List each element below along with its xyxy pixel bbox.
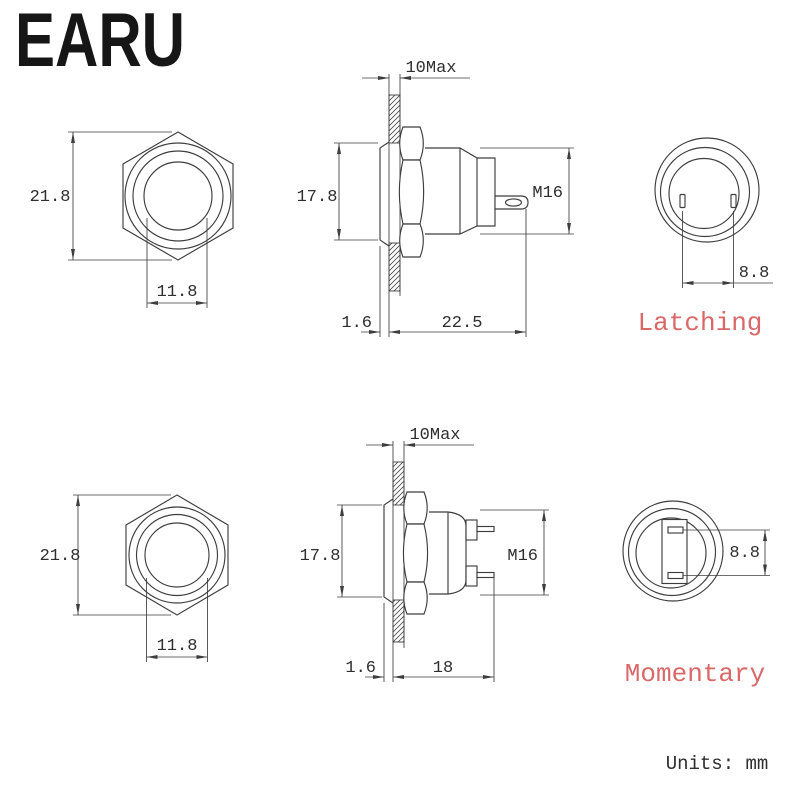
latching-front-view: 21.8 11.8 [30, 131, 234, 308]
rear-inner-circle [635, 517, 707, 589]
terminal-pin [476, 571, 495, 579]
panel-hatch-lower [388, 242, 401, 292]
bezel-inner-circle [132, 150, 224, 242]
latching-type-label: Latching [638, 308, 763, 338]
bezel-inner-circle [135, 513, 219, 597]
terminal-slot [504, 198, 523, 207]
momentary-front-view: 21.8 11.8 [40, 494, 229, 662]
hex-nut-outline [125, 494, 229, 616]
hex-nut-side-profile [398, 126, 425, 258]
dim-label-overall-height: 21.8 [30, 188, 71, 207]
button-head-profile [383, 498, 394, 604]
dim-label-terminal-spacing: 8.8 [729, 544, 760, 563]
latching-side-view: 10Max 17.8 M16 1.6 22.5 [297, 59, 574, 337]
rear-inner-circle [668, 157, 740, 230]
panel-hatch-upper [388, 94, 401, 144]
rear-outer-circle [654, 137, 760, 243]
dim-label-bezel-thickness: 1.6 [341, 314, 372, 333]
hex-nut-outline [122, 131, 234, 261]
dim-label-overall-height: 21.8 [40, 547, 81, 566]
button-face-circle [144, 522, 210, 588]
dim-label-button-diameter: 11.8 [157, 637, 198, 656]
dim-label-body-length: 18 [433, 659, 453, 678]
switch-body-profile [425, 147, 478, 235]
terminal-block [465, 565, 478, 587]
button-head-profile [379, 141, 390, 247]
terminal-pin [730, 193, 737, 209]
dim-label-head-diameter: 17.8 [297, 188, 338, 207]
latching-rear-view: 8.8 Latching [638, 137, 773, 338]
panel-hatch-lower [392, 599, 405, 643]
momentary-rear-view: 8.8 Momentary [622, 500, 770, 689]
rear-housing [477, 157, 496, 227]
dim-label-panel-max: 10Max [409, 426, 460, 445]
rear-mid-circle [627, 507, 717, 597]
terminal-tab [494, 195, 529, 210]
terminal-block [465, 519, 478, 541]
dim-label-head-diameter: 17.8 [300, 547, 341, 566]
dim-label-panel-max: 10Max [405, 59, 456, 78]
terminal-pin [476, 525, 495, 533]
bezel-outer-circle [124, 142, 232, 250]
bezel-outer-circle [128, 506, 226, 604]
rear-mid-circle [659, 146, 751, 238]
momentary-type-label: Momentary [625, 659, 765, 689]
rear-outer-circle [622, 500, 724, 602]
dim-label-thread: M16 [507, 547, 538, 566]
dim-label-body-length: 22.5 [442, 314, 483, 333]
momentary-side-view: 10Max 17.8 M16 1.6 18 [300, 426, 549, 682]
dim-label-bezel-thickness: 1.6 [345, 659, 376, 678]
terminal-pin [679, 193, 686, 209]
panel-hatch-upper [392, 461, 405, 506]
dim-label-terminal-spacing: 8.8 [739, 264, 770, 283]
brand-logo: EARU [15, 0, 185, 83]
switch-body-profile [429, 511, 467, 595]
button-face-circle [143, 161, 213, 231]
units-note: Units: mm [666, 753, 769, 775]
dim-label-thread: M16 [532, 184, 563, 203]
hex-nut-side-profile [402, 491, 429, 615]
dim-label-button-diameter: 11.8 [157, 283, 198, 302]
